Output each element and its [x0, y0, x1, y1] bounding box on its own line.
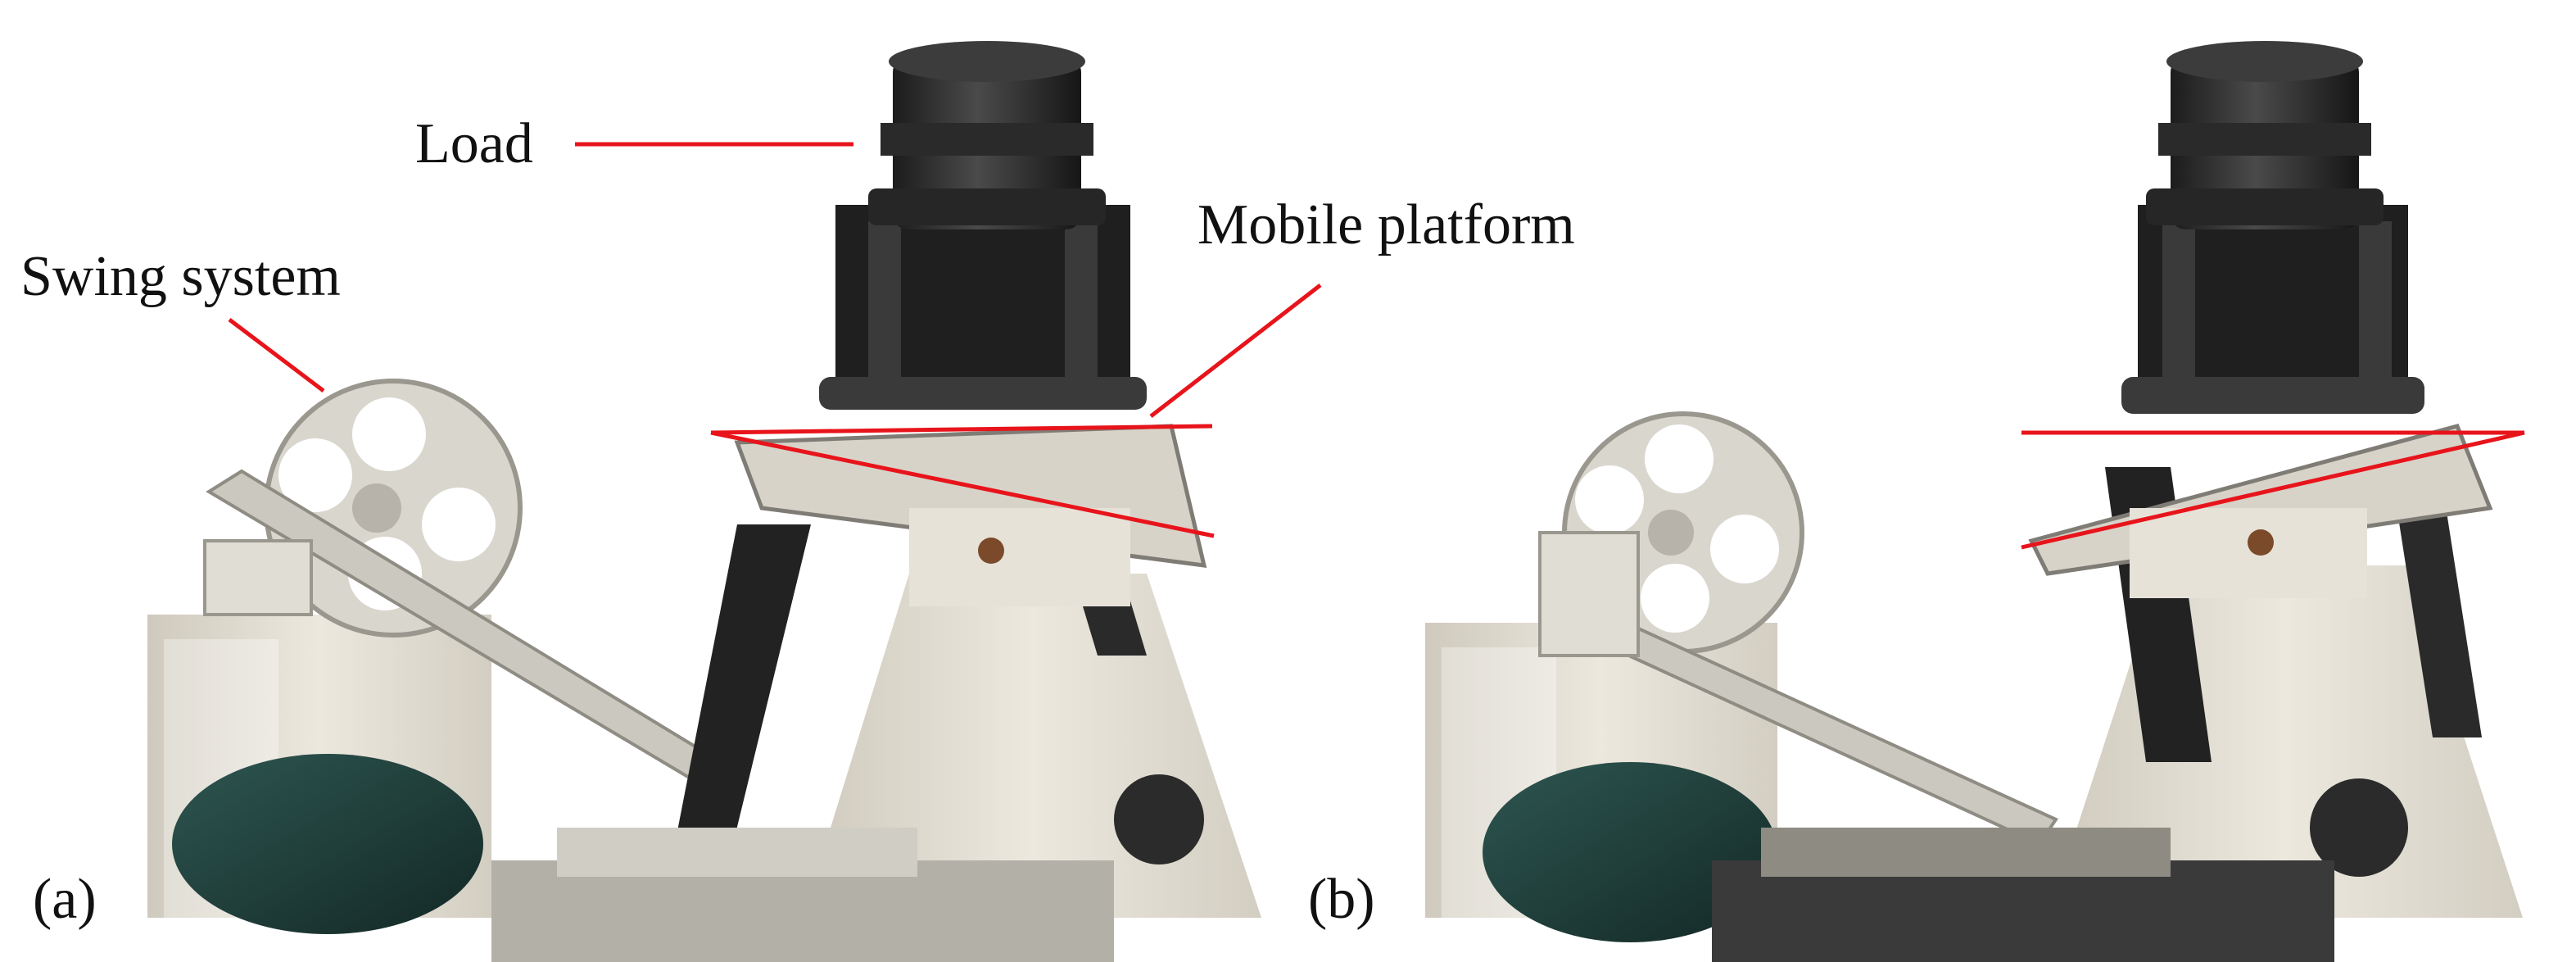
tilt-line-a [710, 430, 1215, 538]
platform-leader-line [1149, 284, 1322, 418]
motor-b [1483, 762, 1777, 942]
swing-system-label: Swing system [20, 245, 341, 308]
load-label: Load [415, 112, 533, 175]
panel-a-caption: (a) [33, 868, 97, 931]
panel-b-photo [1425, 41, 2523, 962]
annotations-panel-b [2021, 430, 2525, 550]
reference-line-a [710, 424, 1213, 435]
load-cylinder-a [868, 41, 1106, 229]
load-cylinder-b [2146, 41, 2384, 229]
tilt-line-b [2021, 430, 2525, 550]
swing-leader-line [228, 318, 325, 393]
annotations-panel-a [228, 142, 1322, 538]
swing-wheel [264, 379, 523, 638]
panel-b-caption: (b) [1308, 868, 1375, 931]
motor [172, 754, 483, 934]
mobile-platform-label: Mobile platform [1197, 193, 1575, 256]
panel-a-photo [147, 41, 1261, 962]
